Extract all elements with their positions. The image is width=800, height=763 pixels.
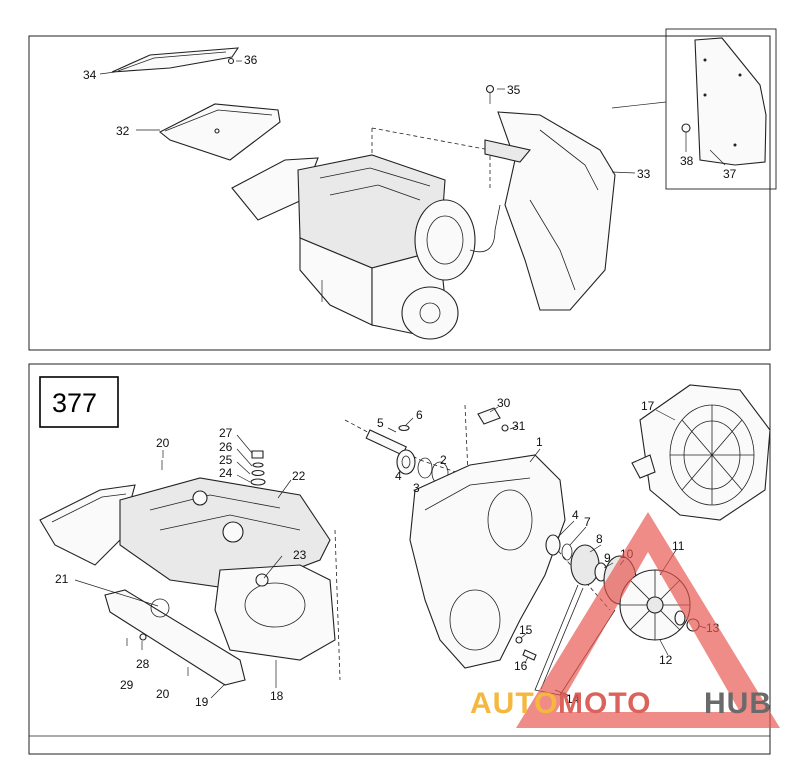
callout-15: 15	[519, 623, 533, 637]
flywheel-housing	[414, 199, 476, 281]
part-31-bolt	[501, 424, 509, 432]
callout-34: 34	[83, 68, 97, 82]
callout-31: 31	[512, 419, 526, 433]
callout-4b: 4	[572, 508, 579, 522]
part-38-washer	[681, 123, 691, 133]
part-18-block	[214, 564, 336, 661]
callout-8: 8	[596, 532, 603, 546]
callout-24: 24	[219, 466, 233, 480]
callout-28: 28	[136, 657, 150, 671]
callout-20a: 20	[156, 436, 170, 450]
callout-36: 36	[244, 53, 258, 67]
detail-inset-frame	[665, 28, 777, 190]
callout-4a: 4	[395, 469, 402, 483]
callout-5: 5	[377, 416, 384, 430]
watermark-hub: HUB	[704, 687, 772, 720]
part-32-cover	[158, 103, 281, 161]
top-panel: 34 36 35 32 33 38 37	[28, 28, 777, 351]
bottom-panel-frame	[28, 363, 771, 755]
bottom-panel: 377	[28, 363, 771, 755]
callout-18: 18	[270, 689, 284, 703]
callout-16: 16	[514, 659, 528, 673]
callout-25: 25	[219, 453, 233, 467]
callout-30: 30	[497, 396, 511, 410]
figure-number: 377	[52, 388, 97, 418]
callout-11: 11	[672, 539, 685, 553]
callout-26: 26	[219, 440, 233, 454]
callout-33: 33	[637, 167, 651, 181]
callout-17: 17	[641, 399, 655, 413]
callout-22: 22	[292, 469, 306, 483]
watermark-triangle-icon	[516, 512, 780, 728]
part-33-fan-cowl	[484, 111, 616, 311]
watermark-auto: AUTO	[470, 687, 558, 720]
callout-7: 7	[584, 515, 591, 529]
engine-cover-group	[39, 450, 336, 686]
part-30-clip	[477, 407, 501, 425]
part-19-bracket	[104, 589, 246, 686]
watermark: AUTO MOTO HUB	[470, 512, 780, 728]
top-panel-frame	[28, 35, 771, 351]
watermark-moto: MOTO	[558, 687, 651, 720]
callout-38: 38	[680, 154, 694, 168]
callout-14: 14	[566, 692, 580, 706]
callout-20b: 20	[156, 687, 170, 701]
part-4-bearing	[396, 449, 416, 475]
callout-29: 29	[120, 678, 134, 692]
part-37-plate	[694, 37, 767, 166]
callout-19: 19	[195, 695, 209, 709]
part-35-screw	[485, 84, 495, 94]
part-34-trim	[111, 47, 240, 73]
part-1-housing	[409, 454, 566, 669]
callout-9: 9	[604, 551, 611, 565]
part-6-key	[398, 424, 410, 432]
clutch-shaft-parts	[365, 424, 449, 485]
callout-21: 21	[55, 572, 69, 586]
callout-12: 12	[659, 653, 673, 667]
callout-23: 23	[293, 548, 307, 562]
callout-2: 2	[440, 453, 447, 467]
figure-number-box	[39, 376, 119, 428]
callout-37: 37	[723, 167, 737, 181]
callout-35: 35	[507, 83, 521, 97]
callout-3: 3	[413, 481, 420, 495]
part-36-screw	[227, 57, 235, 65]
part-5-shaft	[365, 429, 407, 456]
callout-32: 32	[116, 124, 130, 138]
part-8-pulley	[570, 544, 600, 586]
callout-6: 6	[416, 408, 423, 422]
engine-assembly-top	[231, 154, 476, 340]
part-3-ring	[417, 457, 433, 479]
callout-1: 1	[536, 435, 543, 449]
callout-27: 27	[219, 426, 233, 440]
